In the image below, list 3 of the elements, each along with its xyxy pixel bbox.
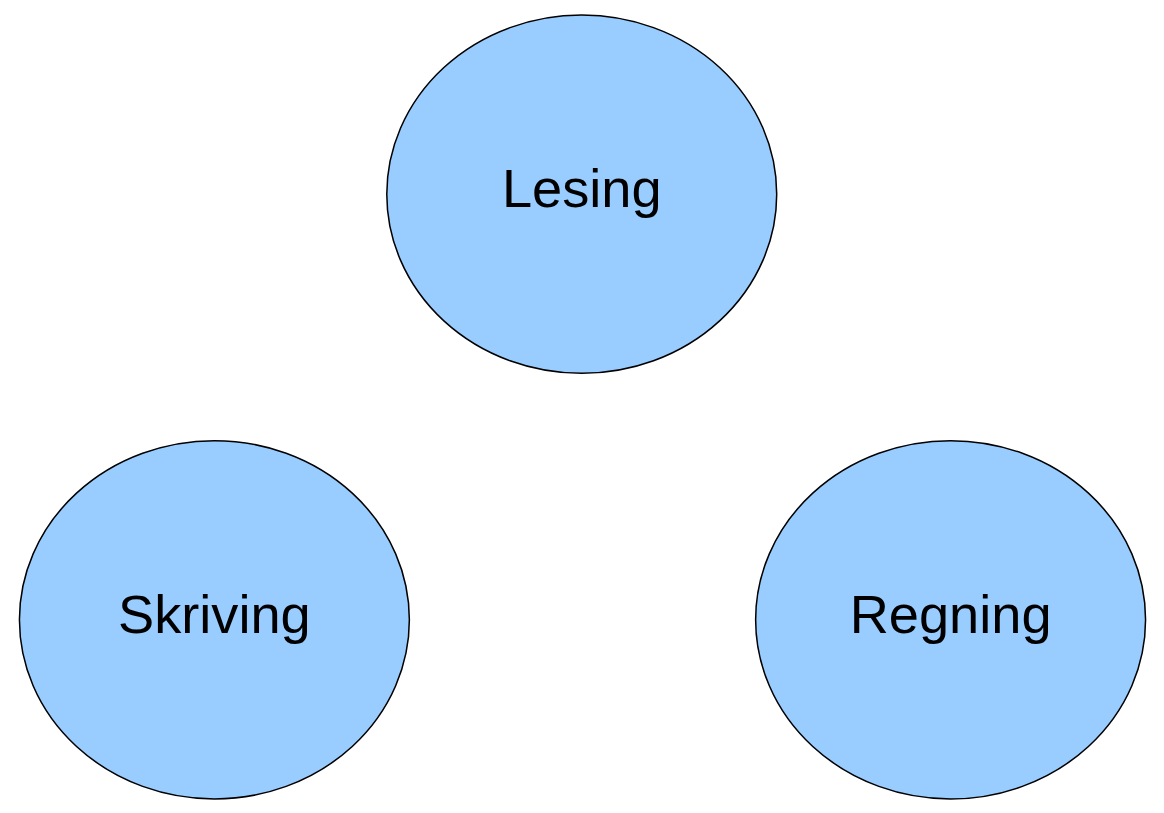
node-circle: Regning bbox=[754, 439, 1146, 800]
node-circle: Lesing bbox=[385, 13, 777, 374]
node-circle: Skriving bbox=[18, 439, 410, 800]
